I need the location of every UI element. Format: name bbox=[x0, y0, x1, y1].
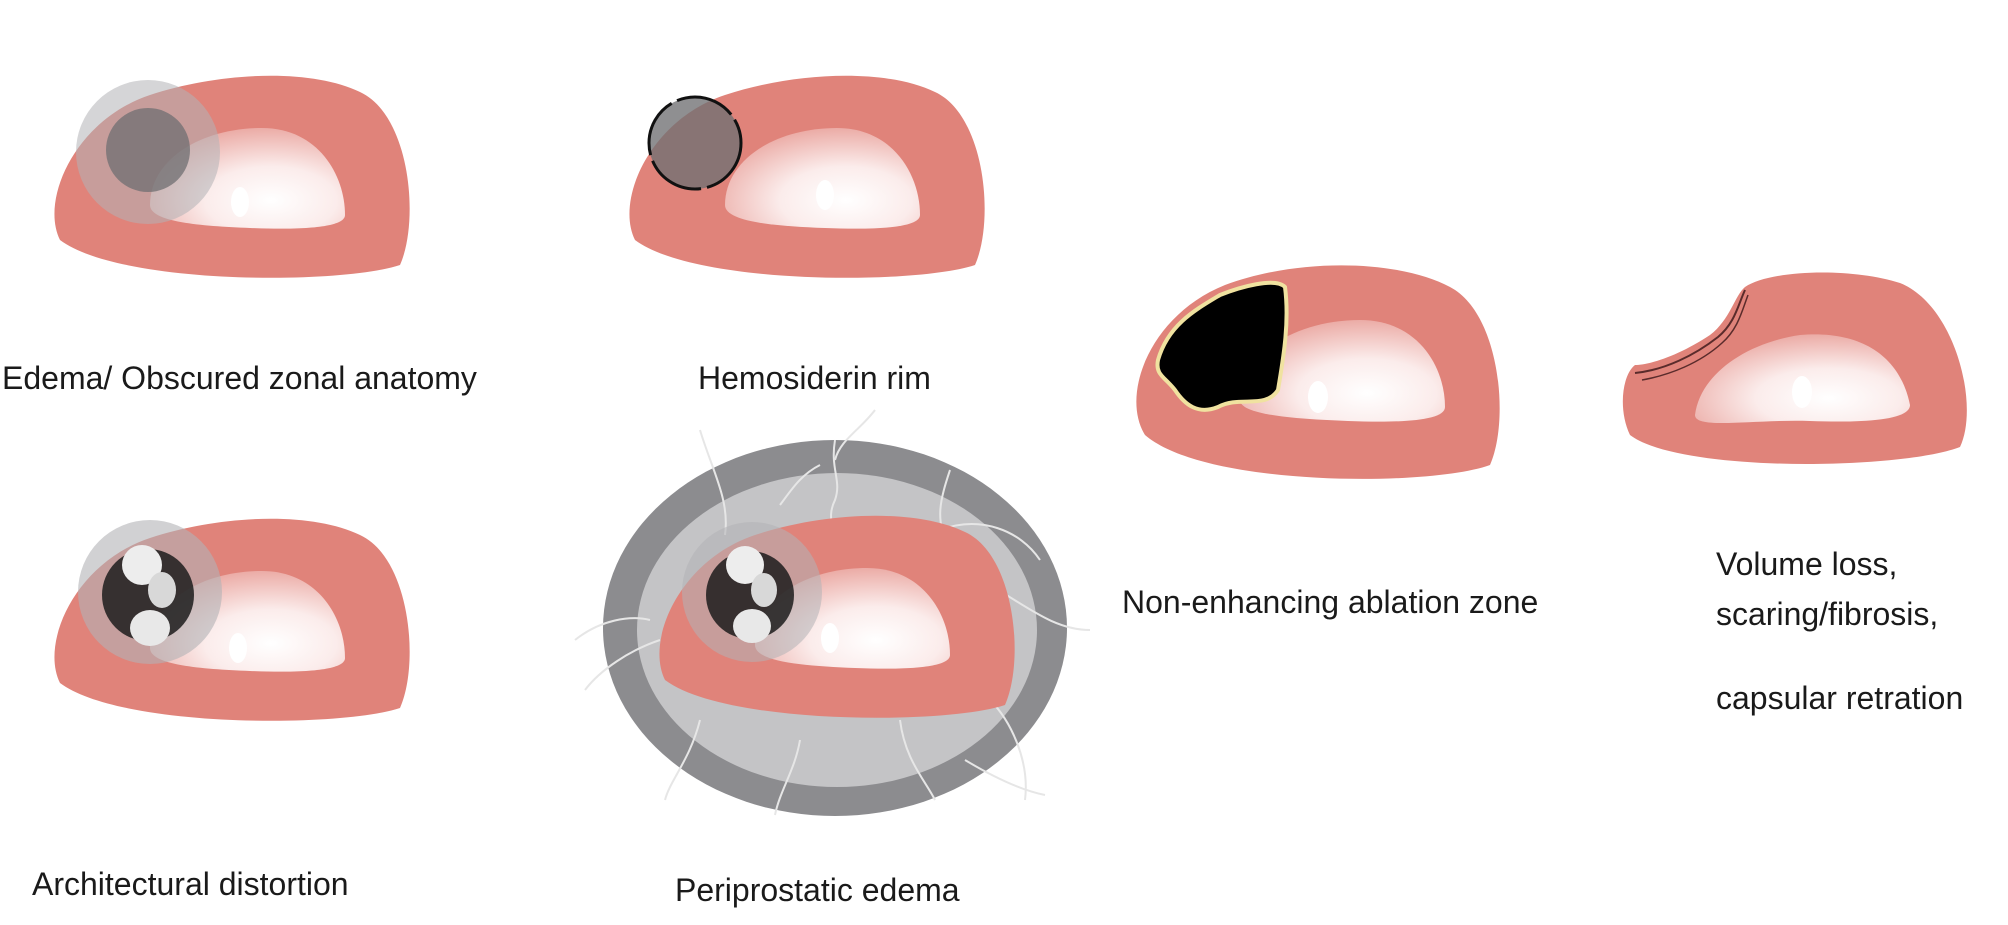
urethra-dot bbox=[231, 187, 249, 217]
distortion-light-blob-mid bbox=[751, 573, 777, 607]
urethra-dot bbox=[816, 180, 834, 210]
label-edema: Edema/ Obscured zonal anatomy bbox=[2, 360, 477, 396]
label-volume-loss-3: capsular retration bbox=[1716, 680, 1964, 716]
ablation-zone bbox=[1155, 280, 1289, 412]
urethra-dot bbox=[1308, 381, 1328, 413]
label-volume-loss-2: scaring/fibrosis, bbox=[1716, 596, 1939, 632]
distortion-light-blob-bottom bbox=[733, 609, 771, 643]
distortion-light-blob-bottom bbox=[130, 610, 170, 646]
panel-periprostatic bbox=[574, 409, 1091, 816]
hemosiderin-rim-outline bbox=[647, 95, 743, 191]
panel-ablation bbox=[1136, 265, 1500, 479]
urethra-dot bbox=[229, 633, 247, 663]
label-hemosiderin: Hemosiderin rim bbox=[698, 360, 931, 396]
transition-zone bbox=[725, 128, 920, 229]
panel-volume-loss bbox=[1622, 272, 1967, 465]
panel-architectural bbox=[54, 518, 410, 721]
urethra-dot bbox=[821, 623, 839, 653]
transition-zone bbox=[1240, 320, 1445, 422]
label-architectural: Architectural distortion bbox=[32, 866, 349, 902]
edema-vessels bbox=[574, 409, 1091, 816]
urethra-dot bbox=[1792, 376, 1812, 408]
capsular-retraction-line bbox=[1634, 289, 1746, 374]
distortion-light-blob-top bbox=[726, 546, 764, 584]
label-periprostatic: Periprostatic edema bbox=[675, 872, 960, 908]
edema-core bbox=[106, 108, 190, 192]
distortion-light-blob-top bbox=[122, 545, 162, 585]
panel-hemosiderin bbox=[629, 75, 985, 278]
label-volume-loss-1: Volume loss, bbox=[1716, 546, 1898, 582]
distortion-light-blob-mid bbox=[148, 572, 176, 608]
panel-edema bbox=[54, 75, 410, 278]
fibrosis-line bbox=[1641, 294, 1749, 381]
label-ablation: Non-enhancing ablation zone bbox=[1122, 584, 1539, 620]
hemosiderin-lesion bbox=[649, 97, 741, 189]
